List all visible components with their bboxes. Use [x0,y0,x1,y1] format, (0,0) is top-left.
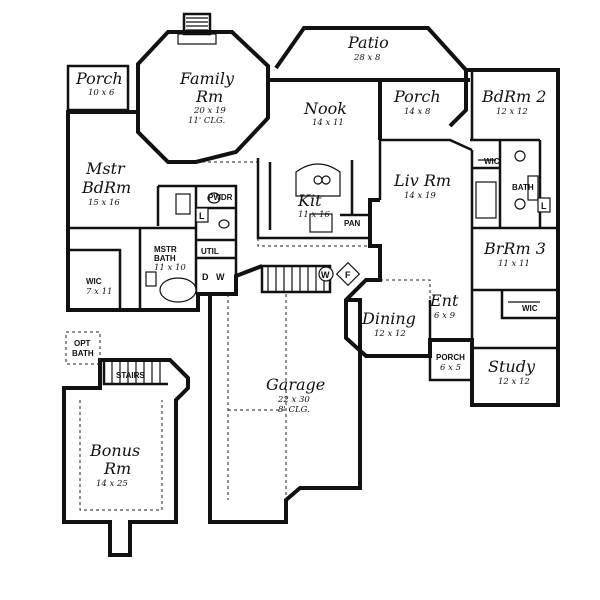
util-label: UTIL [201,247,219,256]
master-tub [159,277,197,303]
wic-bd2-label: WIC [484,157,500,166]
family-name2: Rm [195,87,223,106]
wic-mstr-label: WIC [86,277,102,286]
mstr-name: Mstr [85,159,126,178]
garage-name: Garage [266,375,325,394]
study-dim: 12 x 12 [498,377,530,387]
kit-name: Kit [297,191,322,210]
family-ceiling: 11' CLG. [188,116,225,126]
main-exterior-wall [66,68,560,407]
bonus-dim: 14 x 25 [96,479,128,489]
porch-front-name: PORCH [436,353,465,362]
garage-stair [260,264,332,294]
ent-dim: 6 x 9 [434,311,456,321]
brrm3-name: BrRm 3 [483,239,546,258]
label-l1: L [199,211,205,221]
liv-dim: 14 x 19 [404,191,436,201]
bonus-stairs [102,360,168,386]
mstr-bath-label: MSTR [154,245,177,254]
label-w2: W [321,270,330,280]
nook-name: Nook [303,99,347,118]
bdrm2-name: BdRm 2 [481,87,546,106]
wic-br3-label: WIC [522,304,538,313]
patio-name: Patio [347,33,389,52]
kit-dim: 11 x 16 [298,210,330,220]
garage-ceiling: 8' CLG. [278,405,310,415]
family-room-walls [136,30,270,164]
mstr-bath-dim: 11 x 10 [154,263,186,273]
garage-dim: 22 x 30 [277,395,310,405]
label-l2: L [541,201,547,211]
nook-dim: 14 x 11 [312,118,344,128]
family-dim: 20 x 19 [193,106,226,116]
family-name: Family [179,69,235,88]
liv-name: Liv Rm [393,171,451,190]
master-walls [68,184,238,310]
bonus-name: Bonus [89,441,140,460]
wic-mstr-dim: 7 x 11 [86,287,112,297]
front-porch [428,338,474,382]
label-w: W [216,272,225,282]
living-walls [378,138,474,340]
bath-tub [475,181,497,219]
mstr-bath-label2: BATH [154,254,176,263]
porch-mid-dim: 14 x 8 [404,107,431,117]
ent-name: Ent [429,291,459,310]
dining-dim: 12 x 12 [374,329,406,339]
porch-mid-name: Porch [393,87,441,106]
study-name: Study [488,357,536,376]
opt-bath-label: BATH [72,349,94,358]
stairs-label: STAIRS [116,371,145,380]
pan-label: PAN [344,219,361,228]
bonus-name2: Rm [103,459,131,478]
porch-front-dim: 6 x 5 [440,363,461,373]
label-f: F [345,270,351,280]
brrm3-dim: 11 x 11 [498,259,530,269]
optional-bath [65,331,101,365]
bdrm2-dim: 12 x 12 [496,107,528,117]
dining-name: Dining [361,309,416,328]
porch-back-name: Porch [75,69,123,88]
pwdr-label: PWDR [208,193,233,202]
patio-outline [274,26,468,128]
patio-dim: 28 x 8 [353,53,381,63]
mstr-name2: BdRm [81,178,131,197]
bedroom-wing-walls [470,70,558,350]
opt-label: OPT [74,339,91,348]
porch-back-dim: 10 x 6 [88,88,115,98]
label-d: D [202,272,209,282]
bath-label: BATH [512,183,534,192]
mstr-dim: 15 x 16 [88,198,120,208]
